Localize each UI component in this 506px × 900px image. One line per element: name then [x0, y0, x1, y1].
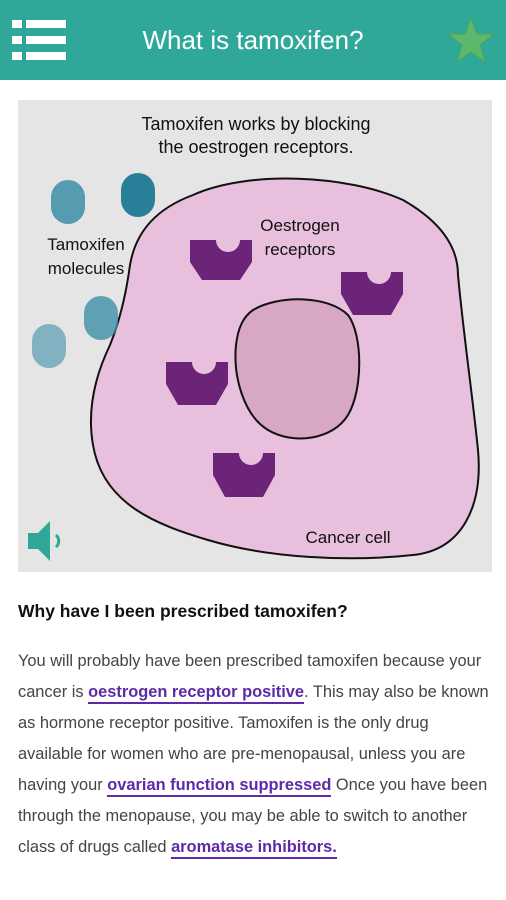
- receptor-shape: [341, 272, 403, 315]
- paragraph-text: . This may also be known as hormone rece…: [18, 683, 489, 794]
- molecules-label-line1: Tamoxifen: [47, 235, 124, 254]
- illustration-caption-line2: the oestrogen receptors.: [158, 137, 353, 157]
- molecule-shape: [51, 180, 85, 224]
- receptors-label-line2: receptors: [265, 240, 336, 259]
- tamoxifen-illustration: Tamoxifen works by blocking the oestroge…: [18, 100, 492, 572]
- nucleus-shape: [234, 298, 361, 440]
- receptor-shape: [213, 453, 275, 497]
- paragraph-text: You will probably have been prescribed t…: [18, 652, 482, 701]
- oestrogen-receptor-positive-link[interactable]: oestrogen receptor positive: [88, 683, 305, 704]
- receptor-shape: [190, 240, 252, 280]
- molecule-shape: [84, 296, 118, 340]
- section-heading: Why have I been prescribed tamoxifen?: [18, 601, 348, 621]
- paragraph-text: Once you have been through the menopause…: [18, 776, 488, 856]
- aromatase-inhibitors-link[interactable]: aromatase inhibitors.: [171, 838, 337, 859]
- molecule-shape: [121, 173, 155, 217]
- molecule-shape: [32, 324, 66, 368]
- receptors-label-line1: Oestrogen: [260, 216, 339, 235]
- receptor-shape: [166, 362, 228, 405]
- cancer-cell-label: Cancer cell: [305, 528, 390, 547]
- molecules-label-line2: molecules: [48, 259, 125, 278]
- page-title: What is tamoxifen?: [142, 25, 364, 55]
- star-icon[interactable]: [446, 16, 496, 64]
- article-content: Why have I been prescribed tamoxifen? Yo…: [18, 598, 494, 863]
- article-paragraph: You will probably have been prescribed t…: [18, 646, 494, 863]
- speaker-icon[interactable]: [24, 517, 72, 565]
- illustration-caption-line1: Tamoxifen works by blocking: [141, 114, 370, 134]
- hamburger-menu-icon[interactable]: [12, 18, 68, 62]
- app-header: What is tamoxifen?: [0, 0, 506, 80]
- ovarian-function-suppressed-link[interactable]: ovarian function suppressed: [107, 776, 332, 797]
